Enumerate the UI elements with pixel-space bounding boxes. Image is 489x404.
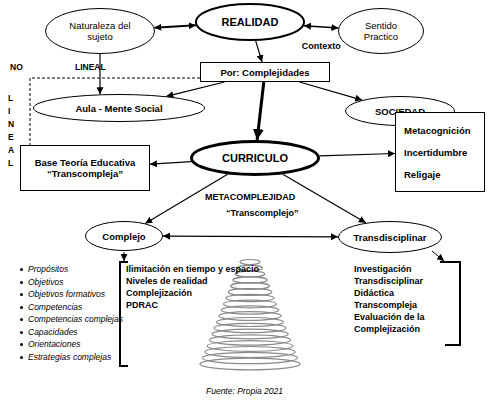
list-item: Propósitos bbox=[28, 264, 68, 275]
coil-ring bbox=[209, 335, 290, 345]
coil-ring bbox=[200, 358, 300, 370]
node-text: Por: Complejidades bbox=[220, 67, 309, 78]
context-ellipse: Sentido Practico bbox=[338, 8, 424, 54]
ellipse-outline bbox=[196, 4, 304, 40]
right-bracket bbox=[440, 262, 460, 345]
concept-box: MetacogniciónIncertidumbreReligaje bbox=[395, 112, 485, 192]
figure-caption: Fuente: Propia 2021 bbox=[0, 386, 489, 397]
context-ellipse: Naturaleza del sujeto bbox=[45, 8, 155, 54]
bullet-dot bbox=[20, 268, 23, 271]
core-ellipse: CURRICULO bbox=[190, 140, 320, 176]
list-item: Competencias bbox=[28, 302, 82, 313]
coil-ring bbox=[212, 329, 288, 339]
list-item: Objetivos bbox=[28, 277, 63, 288]
feature-item: Complejización bbox=[126, 288, 192, 299]
node-text: Aula - Mente Social bbox=[75, 103, 162, 114]
list-item: Capacidades bbox=[28, 327, 78, 338]
connector bbox=[154, 25, 195, 27]
list-item: Competencias complejas bbox=[28, 314, 123, 325]
feature-item: Didáctica Transcompleja bbox=[354, 288, 446, 311]
coil-ring bbox=[240, 260, 260, 265]
axis-label: LINEAL bbox=[75, 62, 106, 73]
list-item: Objetivos formativos bbox=[28, 289, 105, 300]
node-text: Transdisciplinar bbox=[354, 232, 427, 243]
context-ellipse: Aula - Mente Social bbox=[33, 94, 205, 122]
coil-ring bbox=[217, 318, 284, 327]
connector bbox=[166, 82, 224, 96]
node-text: Metacognición bbox=[404, 125, 471, 136]
node-text: Religaje bbox=[404, 169, 440, 180]
connector bbox=[150, 162, 191, 165]
axis-label: NO bbox=[10, 62, 23, 73]
edge-label: Contexto bbox=[302, 41, 341, 52]
leader-arrow bbox=[432, 251, 444, 261]
core-ellipse: REALIDAD bbox=[195, 3, 305, 41]
bullet-dot bbox=[20, 318, 23, 321]
feature-item: Evaluación de la Complejización bbox=[354, 312, 446, 335]
ellipse-outline bbox=[86, 222, 163, 251]
feature-item: Niveles de realidad bbox=[126, 276, 208, 287]
bullet-dot bbox=[20, 293, 23, 296]
connector bbox=[99, 54, 100, 94]
process-box: Por: Complejidades bbox=[200, 62, 330, 82]
section-subtitle: “Transcomplejo” bbox=[226, 208, 299, 219]
node-text: Naturaleza del sujeto bbox=[67, 20, 133, 42]
ellipse-outline bbox=[339, 9, 424, 54]
node-text: CURRICULO bbox=[222, 153, 288, 164]
connector bbox=[304, 26, 339, 28]
bullet-dot bbox=[20, 281, 23, 284]
list-item: Orientaciones bbox=[28, 339, 80, 350]
ellipse-outline bbox=[339, 222, 442, 253]
connector bbox=[257, 82, 264, 140]
node-text: Complejo bbox=[102, 231, 145, 242]
connector bbox=[300, 82, 363, 100]
connector bbox=[256, 41, 262, 62]
theory-box: Base Teoría Educativa “Transcompleja” bbox=[20, 145, 150, 191]
branch-ellipse: Complejo bbox=[85, 221, 163, 251]
ellipse-outline bbox=[34, 95, 205, 122]
node-text: Base Teoría Educativa “Transcompleja” bbox=[31, 157, 139, 179]
section-title: METACOMPLEJIDAD bbox=[205, 192, 295, 203]
feature-item: Investigación Transdisciplinar bbox=[354, 264, 446, 287]
bullet-dot bbox=[20, 306, 23, 309]
leader-arrow bbox=[124, 252, 125, 261]
ellipse-outline bbox=[46, 9, 155, 54]
branch-ellipse: Transdisciplinar bbox=[338, 221, 442, 253]
coil-ring bbox=[214, 323, 286, 332]
bullet-dot bbox=[20, 356, 23, 359]
node-text: REALIDAD bbox=[222, 17, 279, 28]
bullet-dot bbox=[20, 331, 23, 334]
feature-item: Ilimitación en tiempo y espacio bbox=[126, 264, 259, 275]
node-text: Sentido Practico bbox=[352, 20, 410, 42]
vertical-axis-label: LINEAL bbox=[8, 92, 9, 170]
ellipse-outline bbox=[192, 142, 319, 175]
node-text: Incertidumbre bbox=[404, 147, 467, 158]
connector bbox=[163, 236, 338, 238]
bullet-dot bbox=[20, 343, 23, 346]
connector bbox=[320, 154, 395, 156]
list-item: Estrategias complejas bbox=[28, 352, 111, 363]
feature-item: PDRAC bbox=[126, 300, 158, 311]
